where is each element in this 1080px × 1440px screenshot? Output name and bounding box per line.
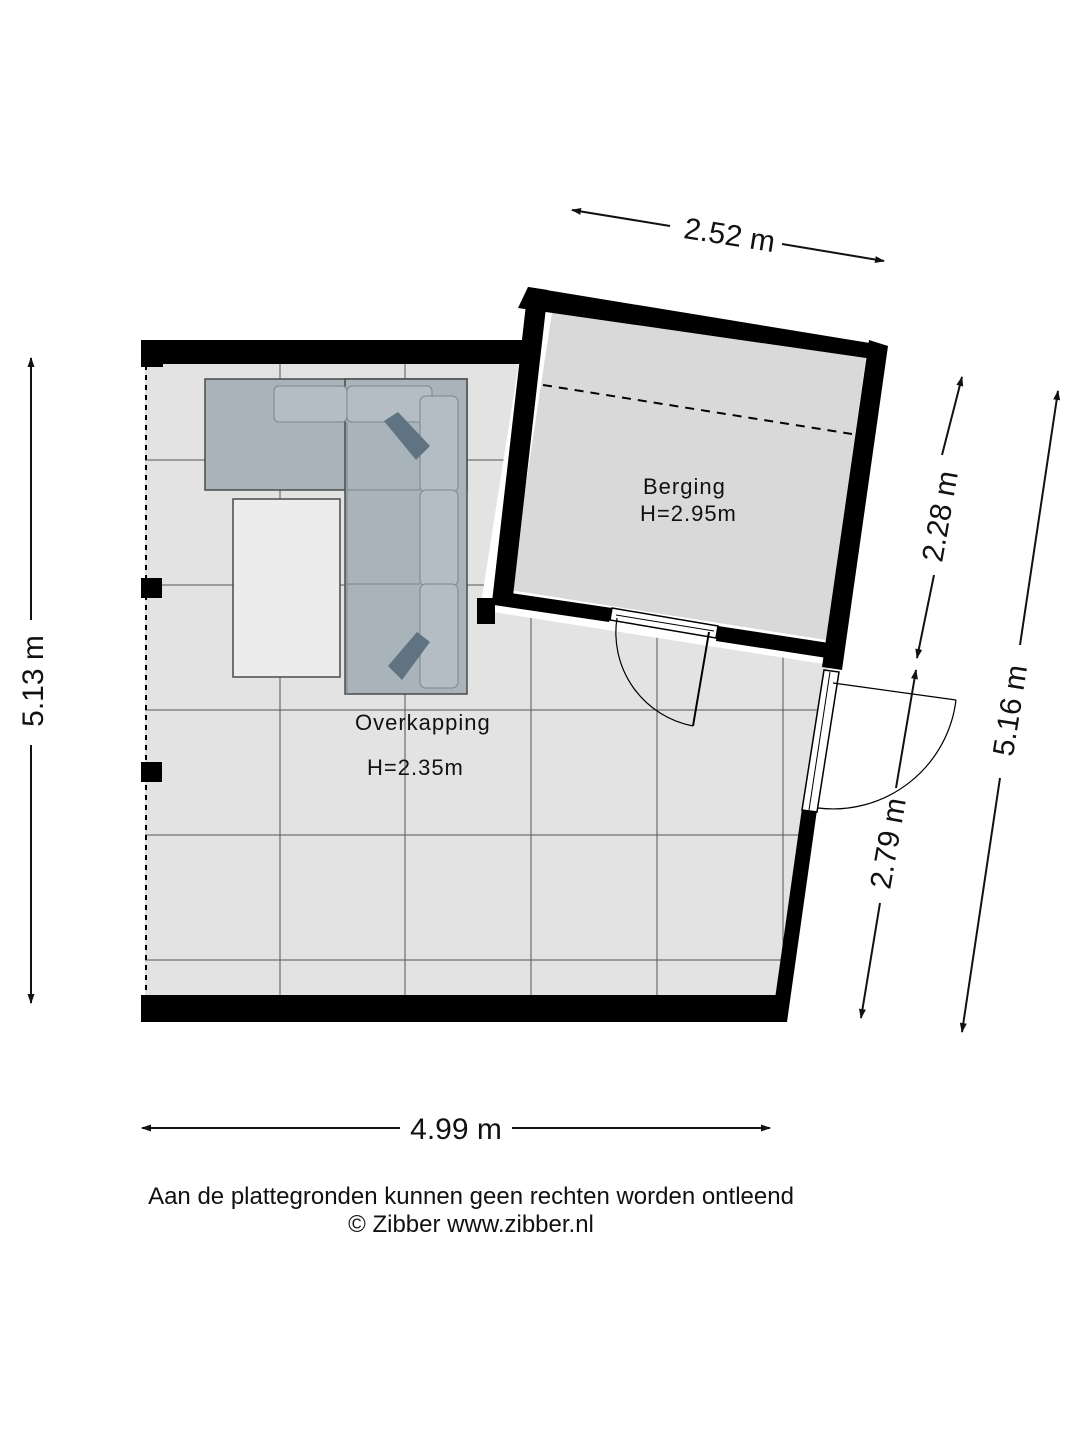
dimension-right-total-label: 5.16 m [987,663,1034,759]
dimension-right-total: 5.16 m [959,390,1061,1033]
coffee-table [232,498,341,678]
dimension-top-label: 2.52 m [682,212,778,259]
dimension-right-lower: 2.79 m [859,669,918,1019]
disclaimer-text: Aan de plattegronden kunnen geen rechten… [148,1183,794,1210]
dimension-right-upper-label: 2.28 m [916,468,964,564]
dimension-left-label: 5.13 m [17,635,50,727]
corner-sofa [204,378,468,695]
overkapping-label: Overkapping [355,710,491,735]
berging-height: H=2.95m [640,501,737,526]
berging-door [609,607,719,727]
berging-dashed-line [542,384,853,435]
dimension-bottom: 4.99 m [141,1113,771,1146]
side-door [801,669,957,813]
berging-label: Berging [643,474,726,499]
walls [141,287,888,1022]
cushion-bottom [388,632,430,680]
dimension-right-upper: 2.28 m [915,376,965,659]
overkapping-height: H=2.35m [367,755,464,780]
dimension-left: 5.13 m [17,357,50,1004]
dimension-right-lower-label: 2.79 m [864,795,912,891]
copyright-text: © Zibber www.zibber.nl [348,1211,594,1238]
cushion-top [384,412,430,460]
dimension-bottom-label: 4.99 m [410,1113,502,1146]
dimension-top: 2.52 m [571,207,885,263]
